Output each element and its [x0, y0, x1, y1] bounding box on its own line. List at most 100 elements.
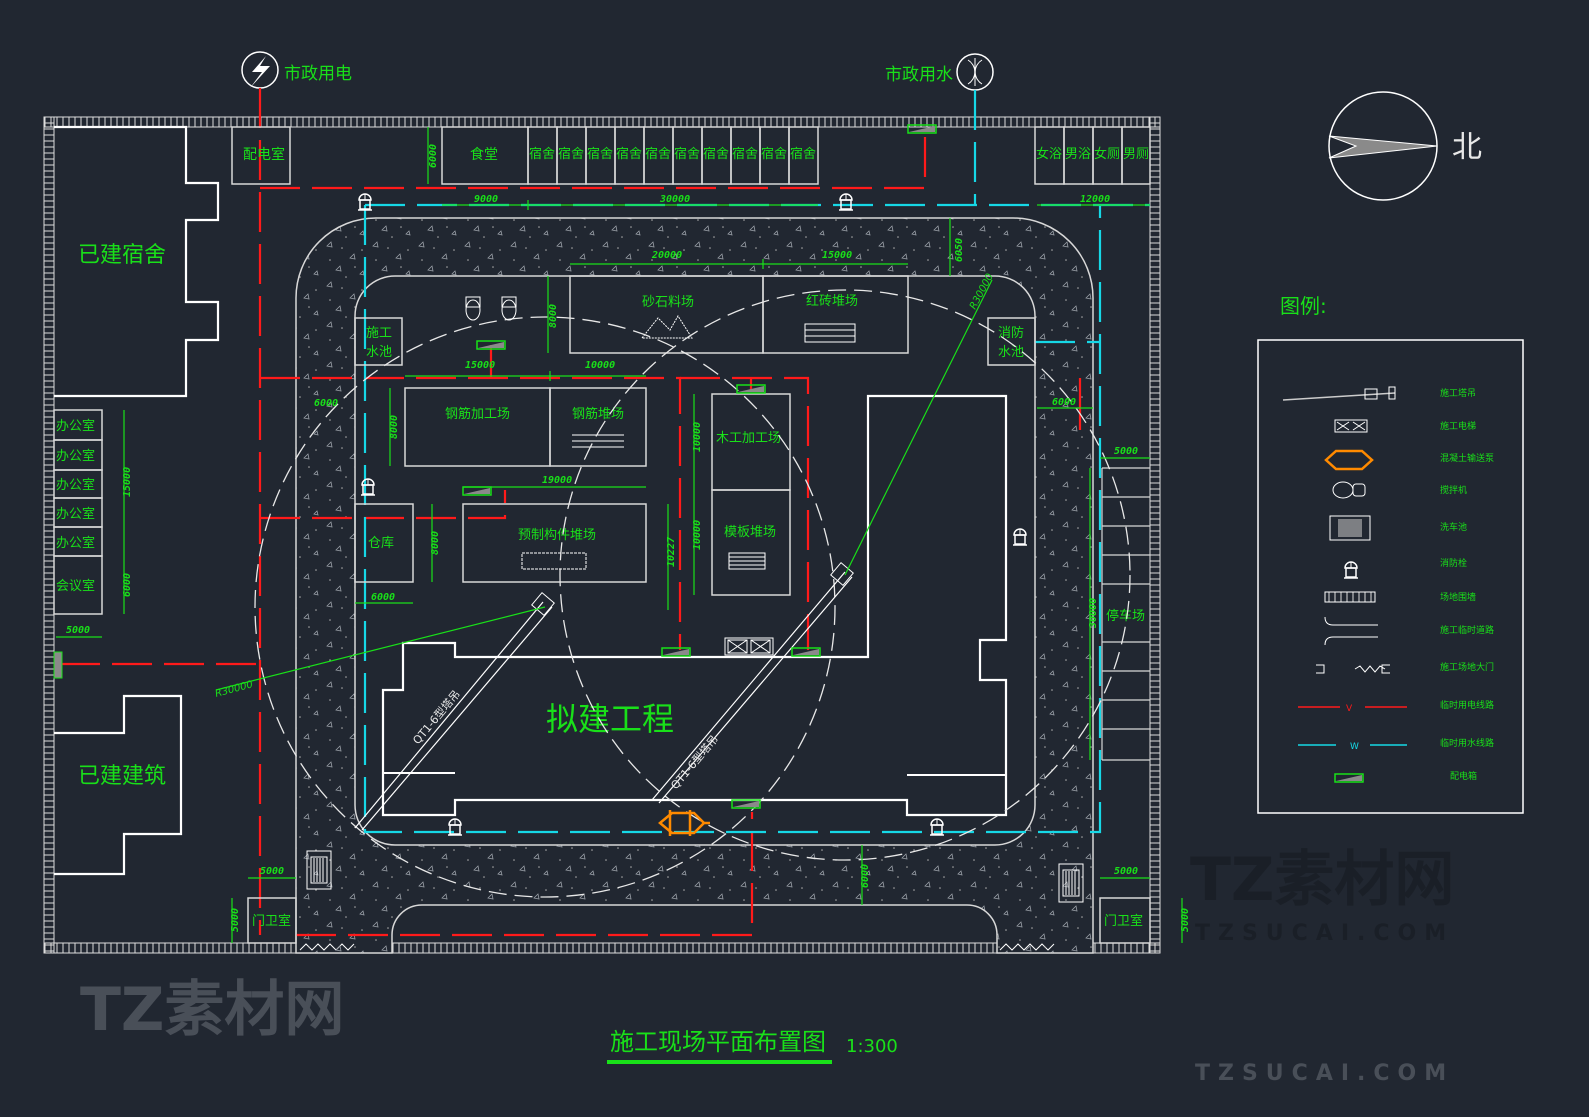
top-buildings: 配电室 食堂 宿舍 宿舍 宿舍 宿舍 宿舍 宿舍 宿舍 宿舍 宿舍 宿舍 女浴 … [231, 126, 1151, 185]
svg-text:木工加工场: 木工加工场 [716, 431, 781, 446]
site-facilities: 施工 水池 消防 水池 砂石料场 红砖堆场 钢筋加工场 钢筋堆场 木工加工场 模… [354, 275, 1036, 596]
svg-text:9000: 9000 [474, 194, 498, 205]
svg-text:30000: 30000 [1088, 598, 1099, 629]
brick-stack-icon [804, 323, 856, 343]
rebar-icon [572, 434, 624, 448]
svg-text:办公室: 办公室 [56, 418, 95, 434]
svg-text:图例:: 图例: [1280, 294, 1327, 318]
mixer-icon [465, 296, 517, 321]
svg-text:临时用电线路: 临时用电线路 [1440, 699, 1494, 711]
svg-text:女厕: 女厕 [1094, 146, 1120, 162]
svg-text:配电室: 配电室 [243, 146, 285, 163]
svg-text:TZ素材网: TZ素材网 [80, 975, 344, 1045]
svg-text:砂石料场: 砂石料场 [642, 295, 694, 310]
svg-text:钢筋堆场: 钢筋堆场 [572, 406, 624, 422]
svg-text:TZSUCAI.COM: TZSUCAI.COM [1195, 921, 1454, 946]
svg-text:6000: 6000 [371, 592, 395, 603]
proposed-building: 拟建工程 [381, 394, 1008, 817]
svg-text:宿舍: 宿舍 [558, 146, 584, 162]
office-block: 办公室 办公室 办公室 办公室 办公室 会议室 [53, 409, 103, 615]
legend-concrete-pump: 混凝土输送泵 [1324, 449, 1494, 471]
svg-text:6000: 6000 [314, 398, 338, 409]
svg-text:办公室: 办公室 [56, 448, 95, 464]
car-wash-icon [306, 850, 332, 890]
svg-text:V: V [1346, 704, 1353, 714]
svg-text:6050: 6050 [954, 238, 965, 262]
distribution-box-icon [53, 651, 63, 679]
svg-text:仓库: 仓库 [368, 535, 394, 551]
existing-dorm: 已建宿舍 [54, 125, 220, 398]
concrete-pump-icon [658, 810, 710, 836]
svg-text:10000: 10000 [692, 422, 703, 452]
guard-room-left: 门卫室 [252, 913, 291, 929]
lightning-icon [250, 56, 270, 88]
svg-text:会议室: 会议室 [56, 578, 95, 594]
svg-text:宿舍: 宿舍 [587, 146, 613, 162]
svg-text:施工电梯: 施工电梯 [1440, 420, 1476, 432]
legend-elevator: 施工电梯 [1334, 419, 1476, 433]
fire-hydrant-icon [447, 818, 463, 836]
car-wash-icon [1058, 863, 1084, 903]
svg-text:洗车池: 洗车池 [1440, 521, 1467, 533]
sand-pile-icon [640, 315, 693, 339]
svg-text:宿舍: 宿舍 [761, 146, 787, 162]
drawing-title: 施工现场平面布置图 1:300 [607, 1028, 898, 1064]
fire-hydrant-icon [838, 193, 854, 211]
legend-power-line: V 临时用电线路 [1298, 699, 1494, 714]
parking-lot [1101, 467, 1150, 761]
svg-text:5000: 5000 [1180, 908, 1191, 932]
municipal-water: 市政用水 [885, 53, 994, 91]
fire-hydrant-icon [1012, 528, 1028, 546]
distribution-box-icon [462, 486, 492, 496]
precast-beam-icon [521, 552, 587, 570]
svg-text:场地围墙: 场地围墙 [1440, 591, 1476, 603]
guard-room-right: 门卫室 [1104, 913, 1143, 929]
svg-text:食堂: 食堂 [470, 146, 498, 163]
svg-text:TZSUCAI.COM: TZSUCAI.COM [1195, 1061, 1454, 1086]
svg-text:6000: 6000 [122, 573, 133, 597]
svg-text:20000: 20000 [651, 250, 682, 261]
svg-text:办公室: 办公室 [56, 535, 95, 551]
svg-text:10227: 10227 [666, 537, 677, 567]
distribution-box-icon [731, 799, 761, 809]
sanitary-row: 女浴 男浴 女厕 男厕 [1034, 126, 1151, 185]
svg-text:5000: 5000 [1114, 866, 1138, 877]
svg-text:施工现场平面布置图: 施工现场平面布置图 [610, 1028, 826, 1056]
svg-text:5000: 5000 [66, 625, 90, 636]
svg-text:10000: 10000 [692, 520, 703, 550]
municipal-power: 市政用电 [241, 51, 352, 89]
svg-text:混凝土输送泵: 混凝土输送泵 [1440, 452, 1494, 464]
formwork-stack-icon [728, 552, 766, 570]
svg-text:市政用水: 市政用水 [885, 65, 953, 85]
svg-text:女浴: 女浴 [1036, 146, 1062, 162]
temporary-road [295, 217, 1094, 954]
svg-text:宿舍: 宿舍 [703, 146, 729, 162]
svg-text:10000: 10000 [585, 360, 615, 371]
svg-text:施工: 施工 [366, 326, 392, 341]
svg-text:红砖堆场: 红砖堆场 [806, 293, 858, 309]
svg-text:宿舍: 宿舍 [529, 146, 555, 162]
svg-text:男浴: 男浴 [1065, 147, 1091, 162]
fire-hydrant-icon [360, 478, 376, 496]
svg-text:TZ素材网: TZ素材网 [1190, 845, 1454, 915]
svg-text:R30000: R30000 [214, 679, 254, 700]
legend-hydrant: 消防栓 [1440, 557, 1467, 569]
svg-text:宿舍: 宿舍 [790, 146, 816, 162]
construction-elevator-icon [724, 637, 774, 656]
svg-text:消防: 消防 [998, 325, 1024, 341]
svg-text:临时用水线路: 临时用水线路 [1440, 737, 1494, 749]
dimension-lines: 6000 9000 30000 12000 20000 15000 6050 8… [56, 127, 1191, 943]
distribution-box-icon [661, 647, 691, 657]
svg-text:R30000: R30000 [968, 272, 996, 311]
svg-text:12000: 12000 [1080, 194, 1110, 205]
svg-text:5000: 5000 [1114, 446, 1138, 457]
svg-text:5000: 5000 [260, 866, 284, 877]
svg-text:宿舍: 宿舍 [674, 146, 700, 162]
svg-text:施工临时道路: 施工临时道路 [1440, 624, 1494, 636]
svg-text:水池: 水池 [366, 345, 392, 360]
svg-text:5000: 5000 [230, 908, 241, 932]
svg-text:6000: 6000 [428, 144, 439, 168]
svg-text:1:300: 1:300 [846, 1036, 898, 1057]
svg-text:水池: 水池 [998, 345, 1024, 360]
svg-text:6000: 6000 [1052, 397, 1076, 408]
